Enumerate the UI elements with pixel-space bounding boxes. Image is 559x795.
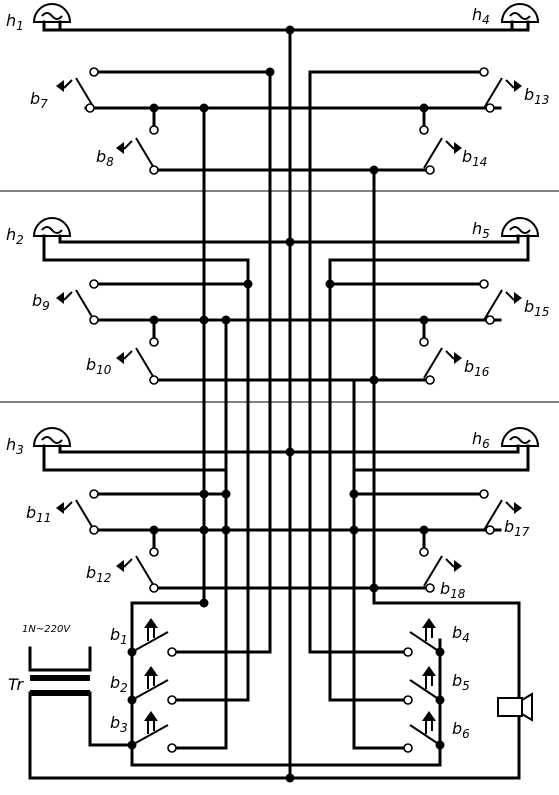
switch-b4 <box>403 618 445 657</box>
switch-b10 <box>116 337 159 385</box>
switch-b6 <box>403 711 445 753</box>
transformer-label: Tr <box>8 675 25 694</box>
svg-text:h4: h4 <box>472 5 490 27</box>
svg-text:b11: b11 <box>26 503 51 525</box>
svg-text:b3: b3 <box>110 713 128 735</box>
main-bus <box>28 28 521 780</box>
switch-b5 <box>403 666 445 705</box>
wiring-floor-1 <box>42 20 530 654</box>
lamp-h5 <box>500 217 540 237</box>
svg-text:b18: b18 <box>440 579 466 601</box>
svg-text:b12: b12 <box>86 563 111 585</box>
wiring-floor-2 <box>42 234 530 702</box>
svg-text:b8: b8 <box>96 147 114 169</box>
switch-b3 <box>127 711 177 753</box>
svg-text:b14: b14 <box>462 147 487 169</box>
svg-text:h1: h1 <box>6 11 24 33</box>
svg-text:b1: b1 <box>110 625 128 647</box>
svg-text:b10: b10 <box>86 355 112 377</box>
lamp-h1 <box>32 3 72 23</box>
labels: h1 h4 h2 h5 h3 h6 b7 b8 b13 b14 b9 b10 b… <box>6 5 549 741</box>
switch-b18 <box>419 547 462 593</box>
svg-text:b17: b17 <box>504 517 530 539</box>
switch-b12 <box>116 547 159 593</box>
switch-b7 <box>56 67 99 113</box>
svg-text:b9: b9 <box>32 291 50 313</box>
switch-b13 <box>479 67 522 113</box>
svg-text:b6: b6 <box>452 719 470 741</box>
svg-text:b7: b7 <box>30 89 48 111</box>
svg-text:h3: h3 <box>6 435 24 457</box>
master-switch-block-left <box>88 576 442 767</box>
switch-b2 <box>127 666 177 705</box>
lamp-h6 <box>500 427 540 447</box>
svg-text:h5: h5 <box>472 219 490 241</box>
lamp-h3 <box>32 427 72 447</box>
supply-voltage-label: 1N~220V <box>22 624 71 635</box>
svg-text:b16: b16 <box>464 357 490 379</box>
switch-b11 <box>56 489 99 535</box>
switch-b16 <box>419 337 462 385</box>
switch-b14 <box>419 125 462 175</box>
svg-text:b13: b13 <box>524 85 549 107</box>
svg-text:b5: b5 <box>452 671 470 693</box>
transformer <box>28 646 92 696</box>
switch-b15 <box>479 279 522 325</box>
svg-text:b4: b4 <box>452 623 470 645</box>
svg-text:b15: b15 <box>524 297 549 319</box>
svg-text:h2: h2 <box>6 225 24 247</box>
svg-text:h6: h6 <box>472 429 490 451</box>
svg-text:b2: b2 <box>110 673 128 695</box>
switch-b1 <box>127 618 177 657</box>
switch-b8 <box>116 125 159 175</box>
switch-b9 <box>56 279 99 325</box>
bell-icon <box>497 692 533 722</box>
lamp-h4 <box>500 3 540 23</box>
switch-b17 <box>479 489 522 535</box>
lamp-h2 <box>32 217 72 237</box>
wiring-floor-3 <box>42 444 530 590</box>
